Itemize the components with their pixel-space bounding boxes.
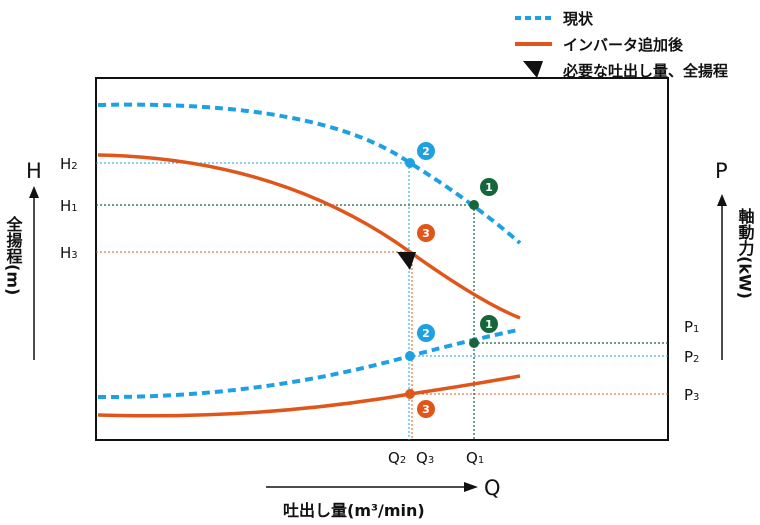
svg-text:1: 1 <box>485 181 493 194</box>
badge-1-head: 1 <box>480 178 498 196</box>
tick-h3: H3 <box>60 244 78 262</box>
svg-text:2: 2 <box>422 327 430 340</box>
curve-inverter-head <box>97 153 521 320</box>
badge-3-power: 3 <box>417 400 435 418</box>
curve-inverter-power <box>97 374 521 418</box>
required-point-marker <box>397 252 416 270</box>
tick-h2: H2 <box>60 155 78 173</box>
axis-left-label: 全揚程(m) <box>4 215 24 295</box>
tick-q3: Q3 <box>416 449 434 467</box>
axis-right-arrowhead <box>717 194 727 206</box>
point-2-head <box>405 158 415 168</box>
tick-q1: Q1 <box>466 449 484 467</box>
legend-inverter-label: インバータ追加後 <box>563 36 684 54</box>
svg-text:3: 3 <box>422 227 430 240</box>
badge-1-power: 1 <box>480 315 498 333</box>
badge-2-power: 2 <box>417 324 435 342</box>
tick-h1: H1 <box>60 197 78 215</box>
point-1-power <box>469 338 479 348</box>
badge-3-head: 3 <box>417 224 435 242</box>
tick-p1: P1 <box>684 318 699 336</box>
axis-left-symbol: H <box>26 159 42 183</box>
svg-text:1: 1 <box>485 318 493 331</box>
point-1-head <box>469 200 479 210</box>
legend-required-marker <box>523 61 543 78</box>
tick-p2: P2 <box>684 348 699 366</box>
plot-frame <box>95 77 669 441</box>
axis-bottom-label: 吐出し量(m³/min) <box>283 501 425 520</box>
axis-right-symbol: P <box>715 159 728 183</box>
svg-text:2: 2 <box>422 145 430 158</box>
tick-q2: Q2 <box>388 449 406 467</box>
tick-p3: P3 <box>684 386 699 404</box>
badge-2-head: 2 <box>417 142 435 160</box>
point-3-power <box>405 389 415 399</box>
legend-required-label: 必要な吐出し量、全揚程 <box>562 62 728 80</box>
curve-current-head <box>97 102 522 245</box>
axis-bottom-symbol: Q <box>484 476 501 500</box>
axis-left-arrowhead <box>29 186 39 198</box>
point-2-power <box>405 351 415 361</box>
legend-current-label: 現状 <box>563 10 594 28</box>
axis-right-label: 軸動力(kW) <box>736 207 755 299</box>
svg-text:3: 3 <box>422 403 430 416</box>
axis-bottom-arrowhead <box>464 482 478 492</box>
